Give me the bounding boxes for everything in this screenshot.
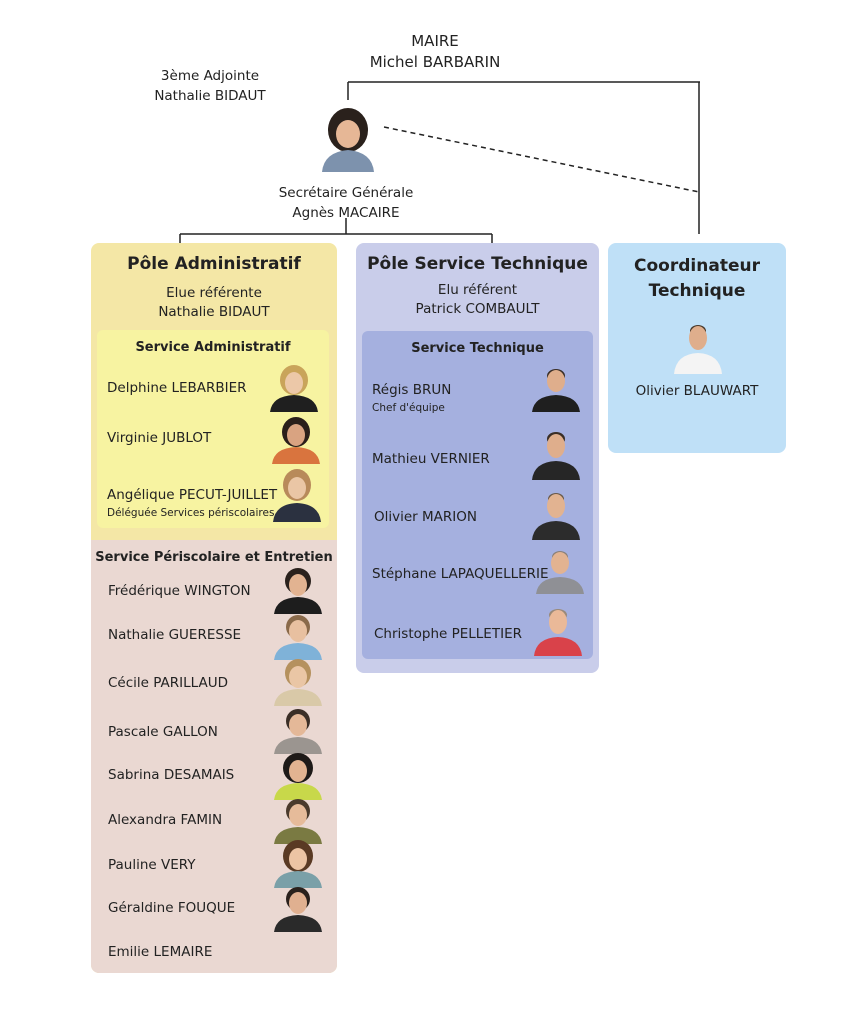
deputy-block: 3ème Adjointe Nathalie BIDAUT [130,66,290,106]
tech-member-name: Olivier MARION [374,509,477,525]
peri-member-name: Emilie LEMAIRE [108,944,213,960]
tech-member-photo [530,428,582,480]
pole-tech-elu-name: Patrick COMBAULT [415,301,540,317]
service-peri-title: Service Périscolaire et Entretien [95,550,333,565]
peri-member-name: Frédérique WINGTON [108,583,251,599]
pole-admin-title: Pôle Administratif [127,254,301,274]
pole-coord-title-line1: Coordinateur [634,256,760,276]
pole-tech-elu: Elu référent Patrick COMBAULT [356,281,599,319]
tech-member-photo [530,364,582,412]
tech-member-name: Mathieu VERNIER [372,451,490,467]
peri-member-photo [272,796,324,844]
peri-member-photo [272,840,324,888]
tech-member-photo [530,488,582,540]
peri-member-name: Pascale GALLON [108,724,218,740]
peri-member-photo [272,612,324,660]
secretary-photo [318,104,378,172]
tech-member-photo [532,604,584,656]
pole-admin-elu-name: Nathalie BIDAUT [158,304,270,320]
deputy-name: Nathalie BIDAUT [154,88,266,104]
deputy-title: 3ème Adjointe [160,68,260,84]
service-admin-title: Service Administratif [135,340,291,355]
mayor-name: Michel BARBARIN [369,53,501,71]
peri-member-photo [272,884,324,932]
peri-member-photo [272,752,324,800]
peri-member-name: Pauline VERY [108,857,196,873]
admin-member-name: Virginie JUBLOT [107,430,212,446]
admin-member-photo [271,468,323,522]
tech-member-name: Régis BRUN [372,382,452,398]
coord-member-photo [672,320,724,374]
coord-member-name: Olivier BLAUWART [635,383,759,399]
secretary-name: Agnès MACAIRE [292,205,400,221]
pole-tech-title: Pôle Service Technique [367,254,588,274]
peri-member-photo [272,706,324,754]
mayor-block: MAIRE Michel BARBARIN [320,31,550,73]
tech-member-name: Christophe PELLETIER [374,626,522,642]
pole-tech-elu-label: Elu référent [437,282,518,298]
peri-member-photo [272,658,324,706]
peri-member-name: Nathalie GUERESSE [108,627,242,643]
peri-member-name: Géraldine FOUQUE [108,900,236,916]
admin-member-photo [270,416,322,464]
admin-member-role: Déléguée Services périscolaires [107,507,275,519]
pole-coord-title: Coordinateur Technique [608,254,786,304]
admin-member-photo [268,364,320,412]
admin-member-name: Delphine LEBARBIER [107,380,247,396]
peri-member-name: Cécile PARILLAUD [108,675,228,691]
secretary-block: Secrétaire Générale Agnès MACAIRE [256,183,436,223]
tech-member-name: Stéphane LAPAQUELLERIE [372,566,549,582]
admin-member-name: Angélique PECUT-JUILLET [107,487,278,503]
peri-member-photo [272,566,324,614]
peri-member-name: Alexandra FAMIN [108,812,223,828]
pole-coord-title-line2: Technique [648,281,746,301]
peri-member-name: Sabrina DESAMAIS [108,767,235,783]
secretary-title: Secrétaire Générale [278,185,414,201]
pole-admin-elu-label: Elue référente [166,285,262,301]
tech-member-photo [534,546,586,594]
pole-admin-elu: Elue référente Nathalie BIDAUT [91,284,337,322]
tech-member-role: Chef d'équipe [372,402,445,414]
mayor-title: MAIRE [411,32,459,50]
service-tech-title: Service Technique [411,341,544,356]
